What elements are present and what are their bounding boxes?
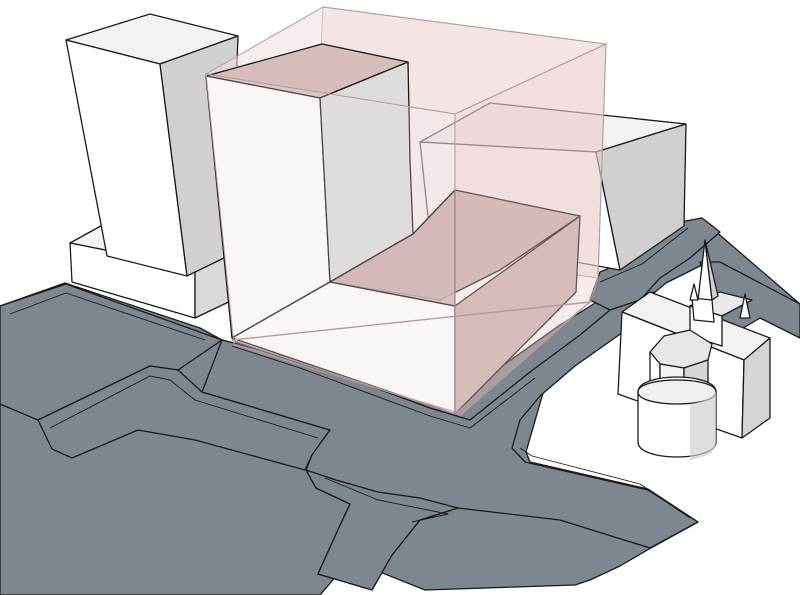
tower-left-group [66,14,238,318]
church-main-spire-base [692,298,714,322]
church-small-spire-2 [690,284,698,300]
